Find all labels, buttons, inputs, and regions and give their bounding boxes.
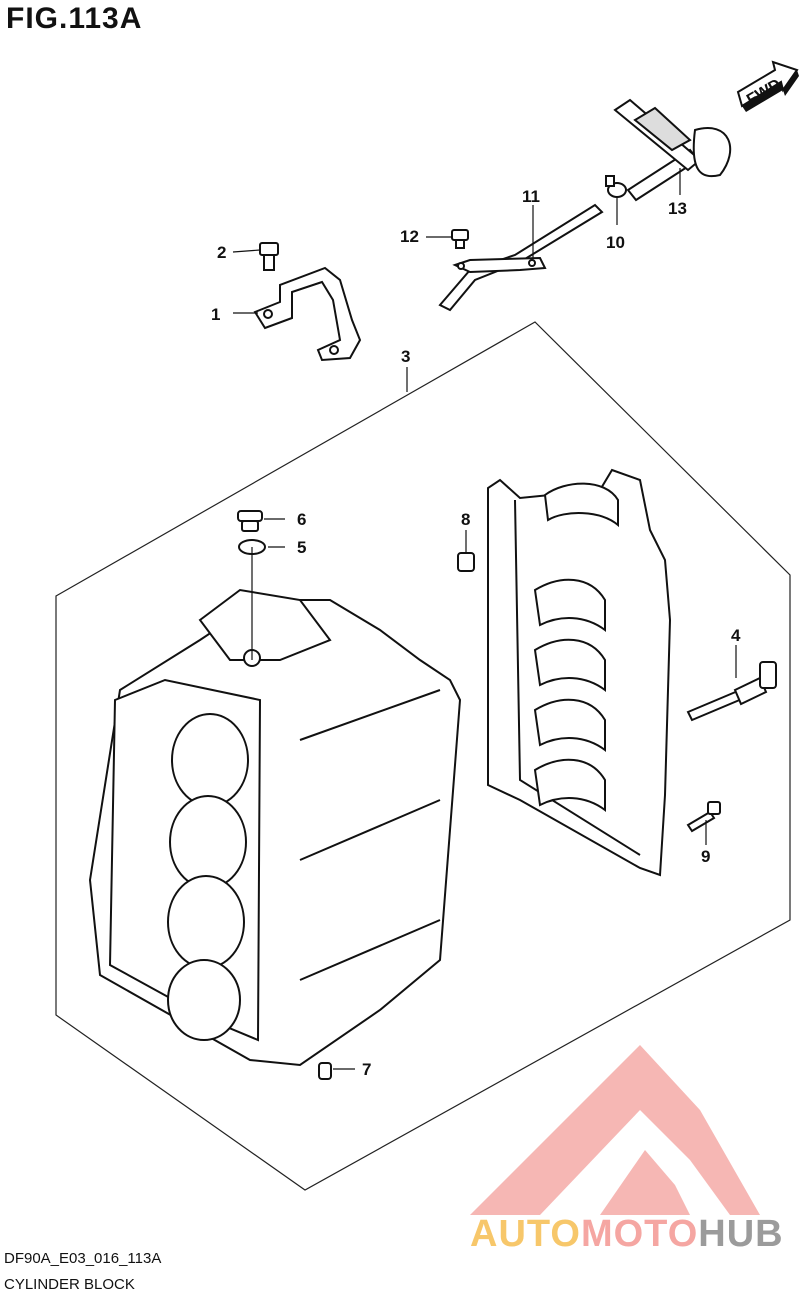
watermark-part-auto: AUTO: [470, 1213, 581, 1255]
hose-part-13: [613, 98, 732, 202]
fwd-arrow-tag: FWD: [736, 60, 799, 112]
callout-10: 10: [606, 233, 625, 252]
plug-part-7: [318, 1062, 332, 1080]
crankcase-half: [487, 468, 672, 877]
callout-4: 4: [731, 626, 741, 645]
cylinder-block-outline: [55, 321, 791, 1191]
callout-13: 13: [668, 199, 687, 218]
callout-1: 1: [211, 305, 220, 324]
pipe-part-11: [438, 203, 604, 312]
figure-title: FIG.113A: [6, 2, 143, 35]
callout-12: 12: [400, 227, 419, 246]
bolt-part-2: [259, 242, 279, 271]
callout-11: 11: [522, 187, 540, 206]
callout-8: 8: [461, 510, 470, 529]
callout-5: 5: [297, 538, 306, 557]
cylinder-bores: [167, 713, 249, 1041]
plug-part-6: [237, 510, 263, 532]
watermark-part-moto: MOTO: [580, 1213, 699, 1255]
watermark-logo: [470, 1045, 760, 1215]
callout-7: 7: [362, 1060, 371, 1079]
figure-code: DF90A_E03_016_113A: [4, 1250, 162, 1267]
callout-2: 2: [217, 243, 226, 262]
watermark-brand: AUTOMOTOHUB: [470, 1213, 784, 1256]
callout-9: 9: [701, 847, 710, 866]
bearing-saddles: [533, 482, 619, 812]
figure-name: CYLINDER BLOCK: [4, 1276, 135, 1293]
watermark-part-hub: HUB: [698, 1213, 784, 1255]
bolt-part-12: [451, 229, 469, 249]
bolt-part-4: [686, 661, 777, 722]
cylinder-block-body: [88, 588, 462, 1067]
bracket-part-1: [253, 266, 362, 362]
callout-6: 6: [297, 510, 306, 529]
leader-lines: [232, 168, 737, 1070]
dowel-pin-part-8: [457, 552, 475, 572]
callout-3: 3: [401, 347, 410, 366]
bolt-part-9: [686, 801, 721, 833]
clamp-part-10: [605, 175, 627, 198]
